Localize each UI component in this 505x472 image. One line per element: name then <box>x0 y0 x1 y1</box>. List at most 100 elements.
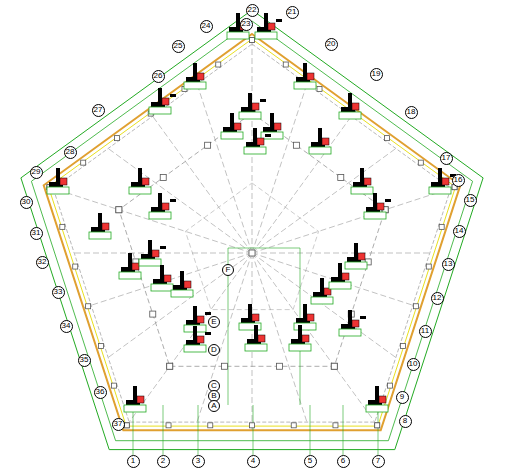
annotation-mark <box>197 316 204 323</box>
column <box>116 207 122 213</box>
column <box>418 160 423 165</box>
column <box>338 174 344 180</box>
callout-number: 21 <box>288 8 297 16</box>
axis-bubble: 2 <box>157 455 170 468</box>
annotation-tag <box>139 259 161 266</box>
axis-bubble: 22 <box>246 4 259 17</box>
axis-bubble: 27 <box>92 104 105 117</box>
radial-grid-line <box>252 82 308 253</box>
axis-line <box>310 405 311 455</box>
annotation-mark <box>102 223 109 230</box>
callout-number: 17 <box>442 154 451 162</box>
annotation-mark <box>142 178 149 185</box>
column <box>250 38 255 43</box>
callout-number: 14 <box>455 227 464 235</box>
annotation-mark <box>184 281 191 288</box>
callout-number: 34 <box>62 322 71 330</box>
column <box>160 174 166 180</box>
callout-number: 11 <box>421 327 429 335</box>
axis-line <box>198 405 199 455</box>
column <box>116 207 122 213</box>
callout-number: 37 <box>114 420 123 428</box>
callout-number: A <box>211 402 216 410</box>
annotation-mark <box>160 246 166 249</box>
column <box>249 250 255 256</box>
axis-bubble: 31 <box>30 227 43 240</box>
axis-bubble: 29 <box>30 166 43 179</box>
callout-number: 35 <box>80 356 89 364</box>
axis-bubble: 7 <box>372 455 385 468</box>
wall-line <box>49 39 456 426</box>
annotation-mark <box>162 98 169 105</box>
annotation-tag <box>289 344 311 351</box>
grid-letter-bubble: D <box>208 344 220 356</box>
callout-number: 36 <box>96 388 105 396</box>
grid-letter-bubble: A <box>208 400 220 412</box>
radial-grid-line <box>252 253 308 424</box>
radial-grid-line <box>252 107 358 253</box>
column <box>375 423 380 428</box>
axis-bubble: 18 <box>405 106 418 119</box>
annotation-mark <box>170 199 176 202</box>
annotation-tag <box>129 187 151 194</box>
radial-grid-line <box>106 253 252 359</box>
annotation-mark <box>252 314 259 321</box>
column <box>250 423 255 428</box>
annotation-tag <box>47 187 69 194</box>
callout-number: 26 <box>154 72 163 80</box>
callout-number: 20 <box>327 40 336 48</box>
annotation-mark <box>358 253 365 260</box>
axis-bubble: 36 <box>94 386 107 399</box>
annotation-tag <box>294 82 316 89</box>
axis-bubble: 26 <box>152 70 165 83</box>
axis-line <box>228 248 300 249</box>
annotation-tag <box>119 272 141 279</box>
column <box>413 304 418 309</box>
radial-grid-line <box>126 253 252 426</box>
column <box>208 423 213 428</box>
axis-line <box>163 405 164 455</box>
column <box>111 383 116 388</box>
callout-number: D <box>211 346 217 354</box>
annotation-mark <box>307 73 314 80</box>
column <box>60 224 65 229</box>
callout-number: 9 <box>400 393 404 401</box>
annotation-tag <box>351 187 373 194</box>
annotation-mark <box>60 178 67 185</box>
axis-line <box>253 405 254 455</box>
callout-number: 23 <box>242 20 251 28</box>
callout-number: F <box>226 266 231 274</box>
radial-grid-line <box>146 107 252 253</box>
column <box>426 264 431 269</box>
callout-number: 33 <box>54 288 63 296</box>
column <box>166 423 171 428</box>
axis-bubble: 23 <box>240 18 253 31</box>
axis-bubble: 16 <box>452 174 465 187</box>
grid-letter-bubble: F <box>222 264 234 276</box>
column <box>99 343 104 348</box>
axis-bubble: 1 <box>127 455 140 468</box>
axis-bubble: 32 <box>36 256 49 269</box>
annotation-mark <box>252 103 259 110</box>
axis-bubble: 3 <box>192 455 205 468</box>
annotation-mark <box>322 138 329 145</box>
annotation-tag <box>184 345 206 352</box>
column <box>205 142 211 148</box>
annotation-tag <box>329 282 351 289</box>
callout-number: 30 <box>22 198 31 206</box>
annotation-tag <box>366 405 388 412</box>
callout-number: 6 <box>341 457 345 465</box>
radial-grid-line <box>81 253 252 309</box>
column <box>439 224 444 229</box>
annotation-mark <box>265 134 271 137</box>
annotation-tag <box>261 132 283 139</box>
dimension-outline <box>31 21 472 441</box>
annotation-tag <box>149 107 171 114</box>
column <box>222 363 228 369</box>
callout-number: 31 <box>32 229 41 237</box>
annotation-tag <box>171 290 193 297</box>
callout-number: B <box>211 392 216 400</box>
annotation-mark <box>385 199 391 202</box>
annotation-mark <box>364 178 371 185</box>
axis-bubble: 9 <box>396 391 409 404</box>
